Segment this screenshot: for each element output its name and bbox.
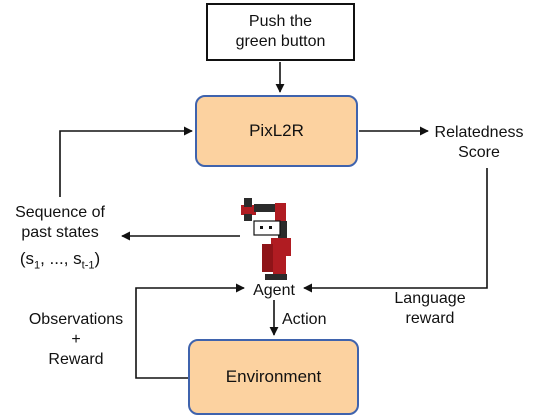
agent-label: Agent bbox=[253, 282, 295, 299]
environment-label: Environment bbox=[225, 367, 322, 387]
observations-line-1: Observations bbox=[28, 311, 124, 328]
instruction-line-1: Push the bbox=[248, 13, 313, 30]
environment-box: Environment bbox=[188, 339, 359, 415]
relatedness-line-1: Relatedness bbox=[434, 124, 524, 141]
states-sub-2: t-1 bbox=[81, 259, 95, 272]
sequence-line-1: Sequence of bbox=[15, 204, 105, 221]
language-line-1: Language bbox=[394, 290, 466, 307]
language-reward-label: Language reward bbox=[380, 289, 480, 329]
instruction-box: Push the green button bbox=[206, 3, 355, 61]
sequence-label: Sequence of past states bbox=[0, 203, 120, 243]
observations-reward-label: Observations + Reward bbox=[18, 310, 134, 370]
relatedness-to-agent-arrow bbox=[303, 168, 488, 293]
states-formula: (s1, ..., st-1) bbox=[10, 248, 110, 273]
observations-line-3: Reward bbox=[48, 351, 104, 368]
states-middle: , ..., s bbox=[40, 249, 82, 268]
observations-line-2: + bbox=[71, 331, 81, 348]
pixl2r-box: PixL2R bbox=[195, 95, 358, 167]
robot-arm-icon bbox=[241, 198, 291, 280]
sequence-line-2: past states bbox=[21, 224, 99, 241]
relatedness-line-2: Score bbox=[458, 144, 500, 161]
relatedness-score-label: Relatedness Score bbox=[432, 123, 526, 163]
action-label: Action bbox=[282, 311, 327, 328]
instruction-line-2: green button bbox=[235, 33, 326, 50]
states-to-pixl2r-arrow bbox=[59, 126, 193, 197]
states-sub-1: 1 bbox=[33, 259, 41, 272]
states-open: (s bbox=[19, 249, 34, 268]
pixl2r-label: PixL2R bbox=[249, 121, 304, 141]
states-close: ) bbox=[94, 249, 101, 268]
language-line-2: reward bbox=[405, 310, 455, 327]
